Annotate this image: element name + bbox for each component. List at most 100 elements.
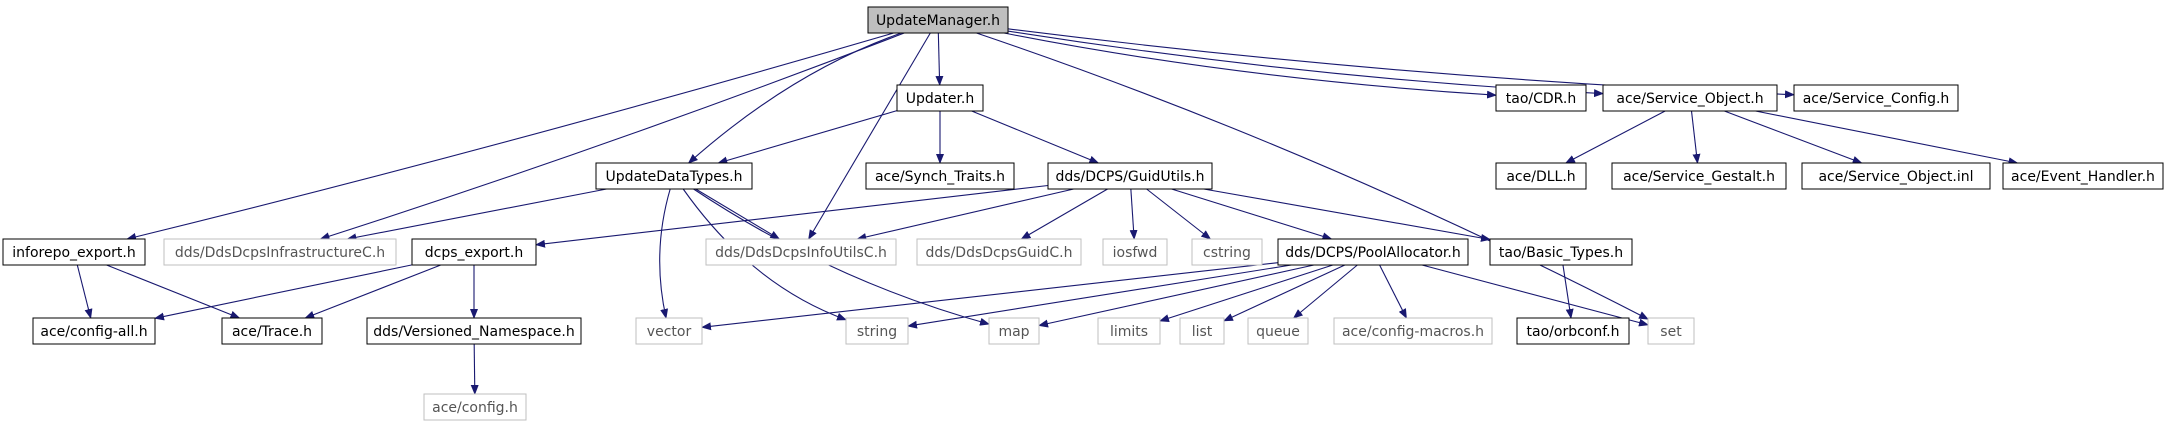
node-ace-event-handler[interactable]: ace/Event_Handler.h (2002, 162, 2164, 190)
node-box (1489, 238, 1633, 266)
node-label: dcps_export.h (425, 245, 523, 261)
node-label: dds/DCPS/GuidUtils.h (1055, 169, 1204, 185)
node-tao-cdr[interactable]: tao/CDR.h (1495, 84, 1587, 112)
node-ace-service-config[interactable]: ace/Service_Config.h (1793, 84, 1959, 112)
node-dds-info-utils-c: dds/DdsDcpsInfoUtilsC.h (705, 238, 897, 266)
node-box (635, 317, 703, 345)
node-box (865, 162, 1015, 190)
node-label: dds/Versioned_Namespace.h (373, 324, 574, 340)
edge-inforepo_export-to-ace_trace (106, 264, 241, 319)
node-ace-trace[interactable]: ace/Trace.h (221, 317, 323, 345)
node-label: list (1192, 324, 1213, 340)
node-label: UpdateDataTypes.h (606, 169, 743, 185)
node-label: ace/config-macros.h (1342, 324, 1484, 340)
node-inforepo-export[interactable]: inforepo_export.h (2, 238, 146, 266)
node-label: vector (647, 324, 692, 340)
node-label: cstring (1203, 245, 1251, 261)
node-label: ace/Service_Object.inl (1818, 169, 1973, 185)
node-queue: queue (1247, 317, 1309, 345)
edge-dds_guid_utils-to-iosfwd (1129, 188, 1138, 240)
node-list: list (1179, 317, 1225, 345)
node-label: ace/Event_Handler.h (2011, 169, 2155, 185)
node-box (1602, 84, 1778, 112)
node-dds-guid-utils[interactable]: dds/DCPS/GuidUtils.h (1047, 162, 1213, 190)
node-box (1047, 162, 1213, 190)
node-box (1495, 84, 1587, 112)
node-box (1516, 317, 1630, 345)
edge-dds_guid_utils-to-dcps_export (535, 184, 1049, 248)
node-box (1801, 162, 1991, 190)
node-label: dds/DdsDcpsGuidC.h (926, 245, 1073, 261)
node-tao-orbconf[interactable]: tao/orbconf.h (1516, 317, 1630, 345)
node-label: ace/Service_Object.h (1616, 91, 1763, 107)
node-dcps-export[interactable]: dcps_export.h (411, 238, 537, 266)
edge-update_manager-to-updater (935, 32, 944, 86)
node-box (988, 317, 1040, 345)
node-box (1102, 238, 1168, 266)
node-label: tao/orbconf.h (1527, 324, 1620, 340)
node-ace-service-object[interactable]: ace/Service_Object.h (1602, 84, 1778, 112)
node-box (2, 238, 146, 266)
edge-updater-to-dds_guid_utils (971, 110, 1100, 164)
edge-update_manager-to-dds_infrastructure_c (319, 32, 905, 241)
node-tao-basic-types[interactable]: tao/Basic_Types.h (1489, 238, 1633, 266)
node-label: ace/config.h (432, 400, 518, 416)
node-string: string (845, 317, 909, 345)
node-set: set (1647, 317, 1695, 345)
edge-ace_service_object-to-ace_dll (1564, 110, 1666, 164)
edge-update_manager-to-tao_cdr (1003, 32, 1497, 99)
node-ace-synch-traits[interactable]: ace/Synch_Traits.h (865, 162, 1015, 190)
edge-dds_pool_allocator-to-set (1421, 264, 1649, 327)
node-box (916, 238, 1082, 266)
node-box (1495, 162, 1587, 190)
edge-dds_pool_allocator-to-string (907, 264, 1292, 329)
node-label: ace/config-all.h (40, 324, 147, 340)
node-label: ace/Trace.h (232, 324, 312, 340)
node-box (366, 317, 582, 345)
node-iosfwd: iosfwd (1102, 238, 1168, 266)
edge-dds_pool_allocator-to-queue (1292, 264, 1358, 319)
node-box (1277, 238, 1469, 266)
node-box (867, 6, 1009, 34)
edge-dds_guid_utils-to-dds_pool_allocator (1171, 188, 1333, 241)
edge-dcps_export-to-ace_trace (304, 264, 441, 319)
node-dds-versioned-namespace[interactable]: dds/Versioned_Namespace.h (366, 317, 582, 345)
edge-dds_guid_utils-to-tao_basic_types (1203, 188, 1491, 242)
node-box (2002, 162, 2164, 190)
node-label: tao/CDR.h (1506, 91, 1576, 107)
node-ace-config-all[interactable]: ace/config-all.h (32, 317, 156, 345)
node-box (32, 317, 156, 345)
node-ace-config-macros: ace/config-macros.h (1333, 317, 1493, 345)
edge-dds_guid_utils-to-cstring (1146, 188, 1212, 240)
node-ace-service-gestalt[interactable]: ace/Service_Gestalt.h (1611, 162, 1787, 190)
node-box (163, 238, 397, 266)
edge-dds_versioned_namespace-to-ace_config (470, 343, 479, 395)
node-dds-pool-allocator[interactable]: dds/DCPS/PoolAllocator.h (1277, 238, 1469, 266)
node-update-data-types[interactable]: UpdateDataTypes.h (595, 162, 753, 190)
edge-update_manager-to-update_data_types (687, 32, 902, 164)
node-label: dds/DdsDcpsInfrastructureC.h (175, 245, 385, 261)
node-box (423, 393, 527, 421)
node-label: map (998, 324, 1029, 340)
node-label: ace/DLL.h (1506, 169, 1575, 185)
node-updater[interactable]: Updater.h (896, 84, 984, 112)
node-ace-config: ace/config.h (423, 393, 527, 421)
node-label: ace/Service_Config.h (1803, 91, 1950, 107)
node-box (1179, 317, 1225, 345)
node-update-manager[interactable]: UpdateManager.h (867, 6, 1009, 34)
node-box (411, 238, 537, 266)
node-box (1793, 84, 1959, 112)
node-ace-dll[interactable]: ace/DLL.h (1495, 162, 1587, 190)
node-label: string (857, 324, 897, 340)
node-box (1333, 317, 1493, 345)
edge-dcps_export-to-ace_config_all (154, 264, 413, 321)
edge-update_data_types-to-dds_info_utils_c (695, 188, 781, 240)
node-label: Updater.h (906, 91, 975, 107)
edge-dds_pool_allocator-to-ace_config_macros (1379, 264, 1407, 319)
edge-update_manager-to-dds_info_utils_c (808, 32, 931, 240)
node-label: ace/Synch_Traits.h (875, 169, 1005, 185)
edge-dds_guid_utils-to-dds_info_utils_c (856, 188, 1074, 241)
node-ace-service-object-inl[interactable]: ace/Service_Object.inl (1801, 162, 1991, 190)
